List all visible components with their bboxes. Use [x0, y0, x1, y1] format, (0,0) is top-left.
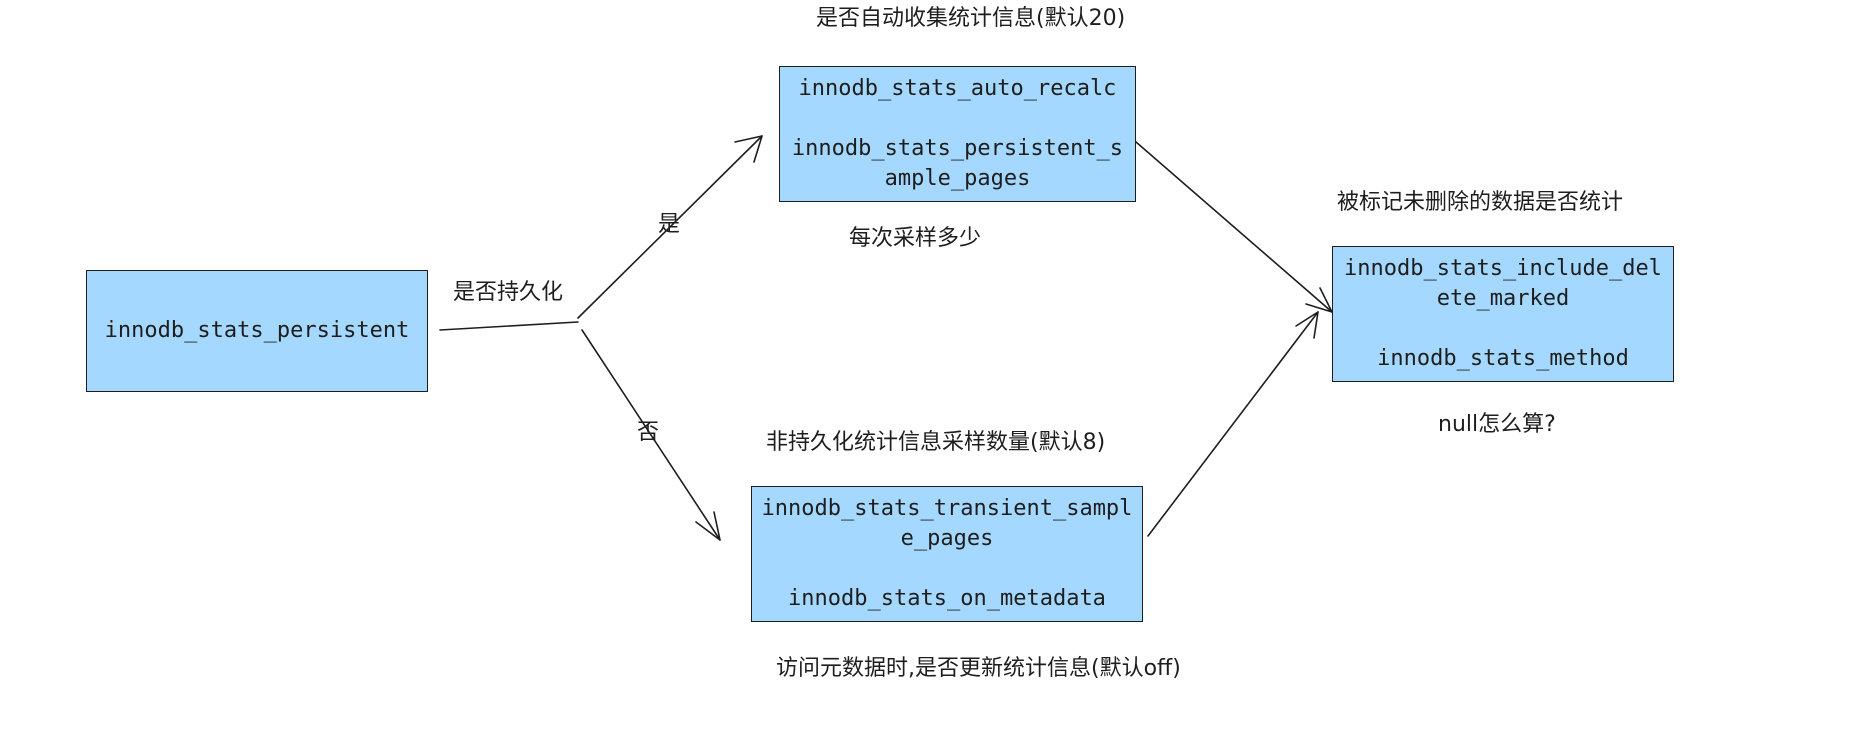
arrow-yes-branch — [577, 135, 763, 319]
label-auto-recalc-note: 是否自动收集统计信息(默认20) — [816, 6, 1126, 31]
node-persistent-options: innodb_stats_auto_recalc innodb_stats_pe… — [779, 66, 1136, 202]
node-label: innodb_stats_persistent — [104, 318, 410, 343]
label-no: 否 — [637, 420, 660, 445]
connector-persistent-to-fork — [439, 321, 579, 331]
node-label-persistent-sample-pages-a: innodb_stats_persistent_s — [791, 136, 1124, 161]
arrow-bottom-to-right — [1147, 311, 1319, 537]
label-transient-note: 非持久化统计信息采样数量(默认8) — [766, 430, 1106, 455]
node-label-include-delete-marked-b: ete_marked — [1436, 286, 1570, 311]
arrow-no-head — [695, 511, 721, 541]
node-innodb-stats-persistent: innodb_stats_persistent — [86, 270, 428, 392]
label-null-note: null怎么算? — [1438, 412, 1556, 437]
label-persist-question: 是否持久化 — [453, 280, 564, 305]
arrow-no-branch — [581, 329, 721, 541]
node-label-stats-method: innodb_stats_method — [1377, 346, 1629, 371]
node-transient-options: innodb_stats_transient_sampl e_pages inn… — [751, 486, 1143, 622]
node-label-transient-sample-pages-a: innodb_stats_transient_sampl — [761, 496, 1133, 521]
label-delete-marked-note: 被标记未删除的数据是否统计 — [1337, 190, 1624, 215]
node-delete-marked-options: innodb_stats_include_del ete_marked inno… — [1332, 246, 1674, 382]
arrow-top-to-right — [1135, 141, 1333, 313]
label-yes: 是 — [658, 212, 681, 237]
node-label-on-metadata: innodb_stats_on_metadata — [788, 586, 1106, 611]
node-label-auto-recalc: innodb_stats_auto_recalc — [798, 76, 1117, 101]
arrow-yes-head — [734, 135, 763, 163]
arrow-bottom-to-right-head — [1295, 311, 1319, 339]
node-label-transient-sample-pages-b: e_pages — [900, 526, 994, 551]
label-sample-note: 每次采样多少 — [849, 226, 982, 251]
node-label-persistent-sample-pages-b: ample_pages — [884, 166, 1031, 191]
node-label-include-delete-marked-a: innodb_stats_include_del — [1344, 256, 1662, 281]
label-metadata-note: 访问元数据时,是否更新统计信息(默认off) — [776, 656, 1181, 681]
